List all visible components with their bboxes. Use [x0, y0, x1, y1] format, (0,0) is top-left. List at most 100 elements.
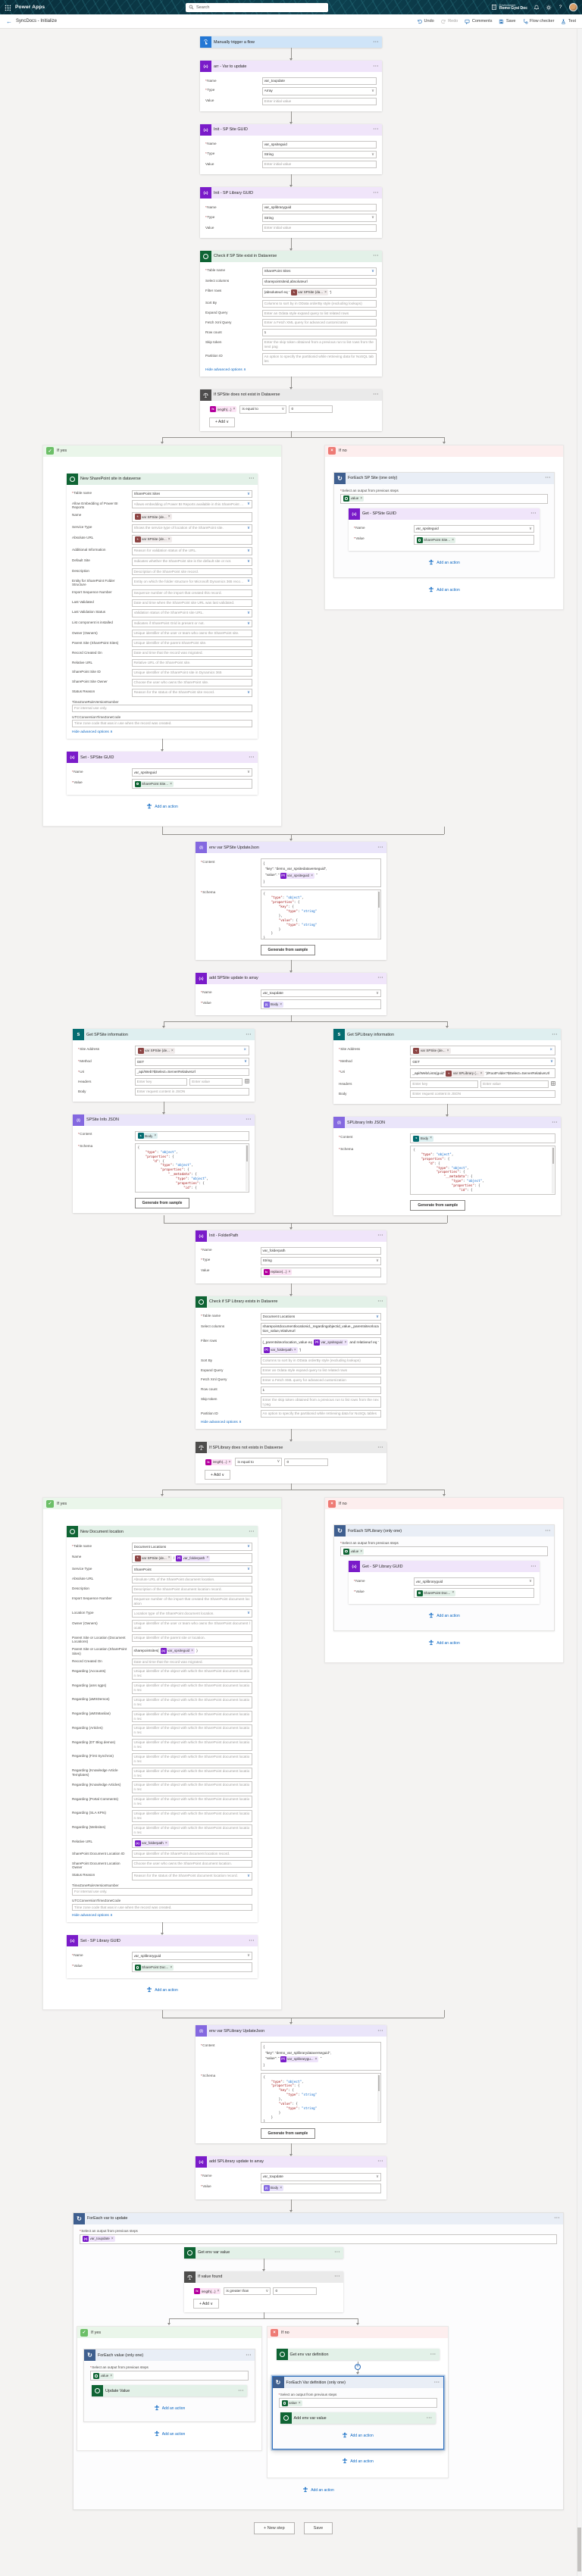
card-menu-icon[interactable]: ··· — [249, 1938, 255, 1943]
card-menu-icon[interactable]: ··· — [377, 1445, 383, 1450]
text-input[interactable]: Absolute URL of the SharePoint document … — [131, 1575, 252, 1583]
token-chip[interactable]: value× — [93, 2372, 114, 2379]
select-field[interactable]: Array∨ — [261, 86, 377, 95]
card-header[interactable]: New Document location··· — [67, 1526, 258, 1538]
text-input[interactable]: An option to specify the partitionid whi… — [261, 352, 377, 365]
add-an-action-link[interactable]: Add an action — [77, 2431, 261, 2438]
help-icon[interactable]: ? — [559, 5, 562, 10]
remove-token-icon[interactable]: × — [311, 873, 313, 878]
token-chip[interactable]: {x}var_splibrarygu...× — [280, 2055, 319, 2062]
select-field[interactable]: SharePoint Sites∨ — [131, 489, 252, 499]
text-input[interactable]: sharepointsiteid,absoluteurl — [261, 277, 377, 286]
remove-token-icon[interactable]: × — [167, 514, 171, 520]
remove-token-icon[interactable]: × — [452, 1590, 455, 1596]
text-input[interactable]: Unique identifier of the SharePoint docu… — [131, 1850, 252, 1859]
condition-value-input[interactable]: 0 — [273, 2287, 318, 2295]
operator-select[interactable]: is equal to∨ — [235, 1458, 283, 1467]
condition-value-input[interactable]: 0 — [289, 405, 333, 413]
save-footer-button[interactable]: Save — [303, 2522, 333, 2535]
action-card-init-sp-library-guid[interactable]: {x}Init - SP Library GUID···Namevar_spli… — [200, 187, 382, 238]
card-header[interactable]: If SPLibrary does not exists in Datavers… — [196, 1442, 386, 1454]
trigger-card[interactable]: Manually trigger a flow··· — [200, 36, 382, 48]
card-header[interactable]: {x}Get - SP Library GUID··· — [349, 1561, 540, 1573]
remove-token-icon[interactable]: × — [111, 2236, 114, 2241]
card-header[interactable]: {x}Init - SP Library GUID··· — [200, 187, 382, 199]
text-input[interactable]: Enter initial value — [261, 161, 377, 169]
select-field[interactable]: var_spsiteguid∨ — [413, 524, 534, 533]
token-field[interactable]: {/}Body× — [260, 999, 381, 1010]
if-no-strip[interactable]: ×If no — [268, 2327, 448, 2339]
remove-token-icon[interactable]: × — [280, 2185, 283, 2190]
value-input[interactable]: Enter value — [480, 1080, 549, 1089]
text-input[interactable]: Date and time that the record was migrat… — [131, 649, 252, 657]
app-launcher-icon[interactable] — [5, 4, 11, 11]
card-header[interactable]: If SPSite does not exist in Dataverse··· — [200, 389, 382, 401]
text-input[interactable]: Enter the skip token obtained from a pre… — [260, 1396, 381, 1408]
output-token-field[interactable]: value× — [340, 493, 548, 504]
generate-from-sample-button[interactable]: Generate from sample — [410, 1199, 466, 1211]
card-menu-icon[interactable]: ··· — [427, 2415, 433, 2421]
select-field[interactable]: SharePoint∨ — [131, 1565, 252, 1574]
text-input[interactable]: Sequence number of the import that creat… — [131, 1595, 252, 1608]
token-field[interactable]: SharePoint Doc...× — [413, 1588, 534, 1599]
text-input[interactable]: var_folderpath — [260, 1246, 381, 1255]
token-chip[interactable]: {x}var_spsiteguid× — [160, 1648, 196, 1655]
settings-gear-icon[interactable] — [545, 4, 552, 11]
code-scrollbar[interactable] — [377, 2074, 380, 2121]
token-chip[interactable]: {/}Body× — [263, 2185, 284, 2192]
card-header[interactable]: {/}SPSite Info JSON··· — [73, 1114, 255, 1126]
save-button[interactable]: Save — [499, 19, 516, 24]
action-card-arr-var-to-update[interactable]: {x}arr - Var to update···Namevar_toupdat… — [200, 61, 382, 111]
select-field[interactable]: var_splibraryguid∨ — [413, 1577, 534, 1587]
card-menu-icon[interactable]: ··· — [373, 190, 379, 195]
text-input[interactable]: Unique identifier of the object with whi… — [131, 1696, 252, 1708]
token-chip[interactable]: SharePoint Site...× — [416, 536, 455, 543]
remove-token-icon[interactable]: × — [288, 1269, 291, 1274]
condition-value-input[interactable]: 0 — [284, 1458, 329, 1466]
card-menu-icon[interactable]: ··· — [246, 1032, 252, 1037]
select-field[interactable]: Allows embedding of Power BI Reports ava… — [131, 500, 252, 509]
text-input[interactable]: Unique identifier of the object with whi… — [131, 1809, 252, 1822]
text-input[interactable]: Choose the user who owns the SharePoint … — [131, 1860, 252, 1868]
card-menu-icon[interactable]: ··· — [377, 845, 383, 850]
select-field[interactable]: var_toupdate∨ — [260, 989, 381, 998]
action-card-set-spsite-guid[interactable]: {x}Set - SPSite GUID···Namevar_spsitegui… — [67, 752, 258, 796]
token-field[interactable]: SharePoint Doc...× — [131, 1962, 252, 1973]
action-card-env-var-splibrary-json[interactable]: {/}env var SPLibrary UpdateJson···Conten… — [196, 2025, 386, 2143]
text-input[interactable]: Unique identifier of the object with whi… — [131, 1781, 252, 1794]
card-header[interactable]: Manually trigger a flow··· — [200, 36, 382, 48]
token-chip[interactable]: value× — [281, 2399, 302, 2406]
action-card-spsite-info-json[interactable]: {/}SPSite Info JSON···ContentsBody×Schem… — [73, 1114, 255, 1213]
text-input[interactable]: Unique identifier of the object with whi… — [131, 1824, 252, 1837]
hide-advanced-options-link[interactable]: Hide advanced options ∧ — [201, 1421, 242, 1425]
test-button[interactable]: Test — [561, 19, 576, 24]
select-field[interactable]: String∨ — [261, 214, 377, 222]
text-input[interactable]: Time zone code that was in use when the … — [72, 720, 252, 728]
card-menu-icon[interactable]: ··· — [430, 2352, 436, 2357]
token-chip[interactable]: {x}var_toupdate× — [83, 2236, 115, 2243]
schema-code-editor[interactable]: { "type": "object", "properties": { "key… — [260, 889, 381, 939]
text-input[interactable]: For internal use only. — [72, 1888, 252, 1896]
schema-code-editor[interactable]: { "type": "object", "properties": { "key… — [260, 2072, 381, 2123]
redo-button[interactable]: Redo — [440, 19, 458, 24]
value-input[interactable]: Enter value — [189, 1078, 243, 1086]
remove-token-icon[interactable]: × — [167, 537, 171, 542]
add-an-action-link[interactable]: Add an action — [268, 2458, 448, 2465]
token-field[interactable]: SharePoint Site...× — [131, 779, 252, 789]
vertical-scrollbar[interactable] — [577, 29, 582, 2576]
output-token-field[interactable]: value× — [340, 1546, 548, 1557]
text-input[interactable]: Unique identifier of the user or team wh… — [131, 1620, 252, 1633]
select-field[interactable]: Reason for validation status of the URL.… — [131, 546, 252, 555]
code-scrollbar[interactable] — [246, 1144, 248, 1191]
hide-advanced-options-link[interactable]: Hide advanced options ∧ — [205, 367, 246, 372]
text-input[interactable]: Date and time that the record was migrat… — [131, 1658, 252, 1666]
back-arrow-icon[interactable]: ← — [6, 17, 12, 25]
